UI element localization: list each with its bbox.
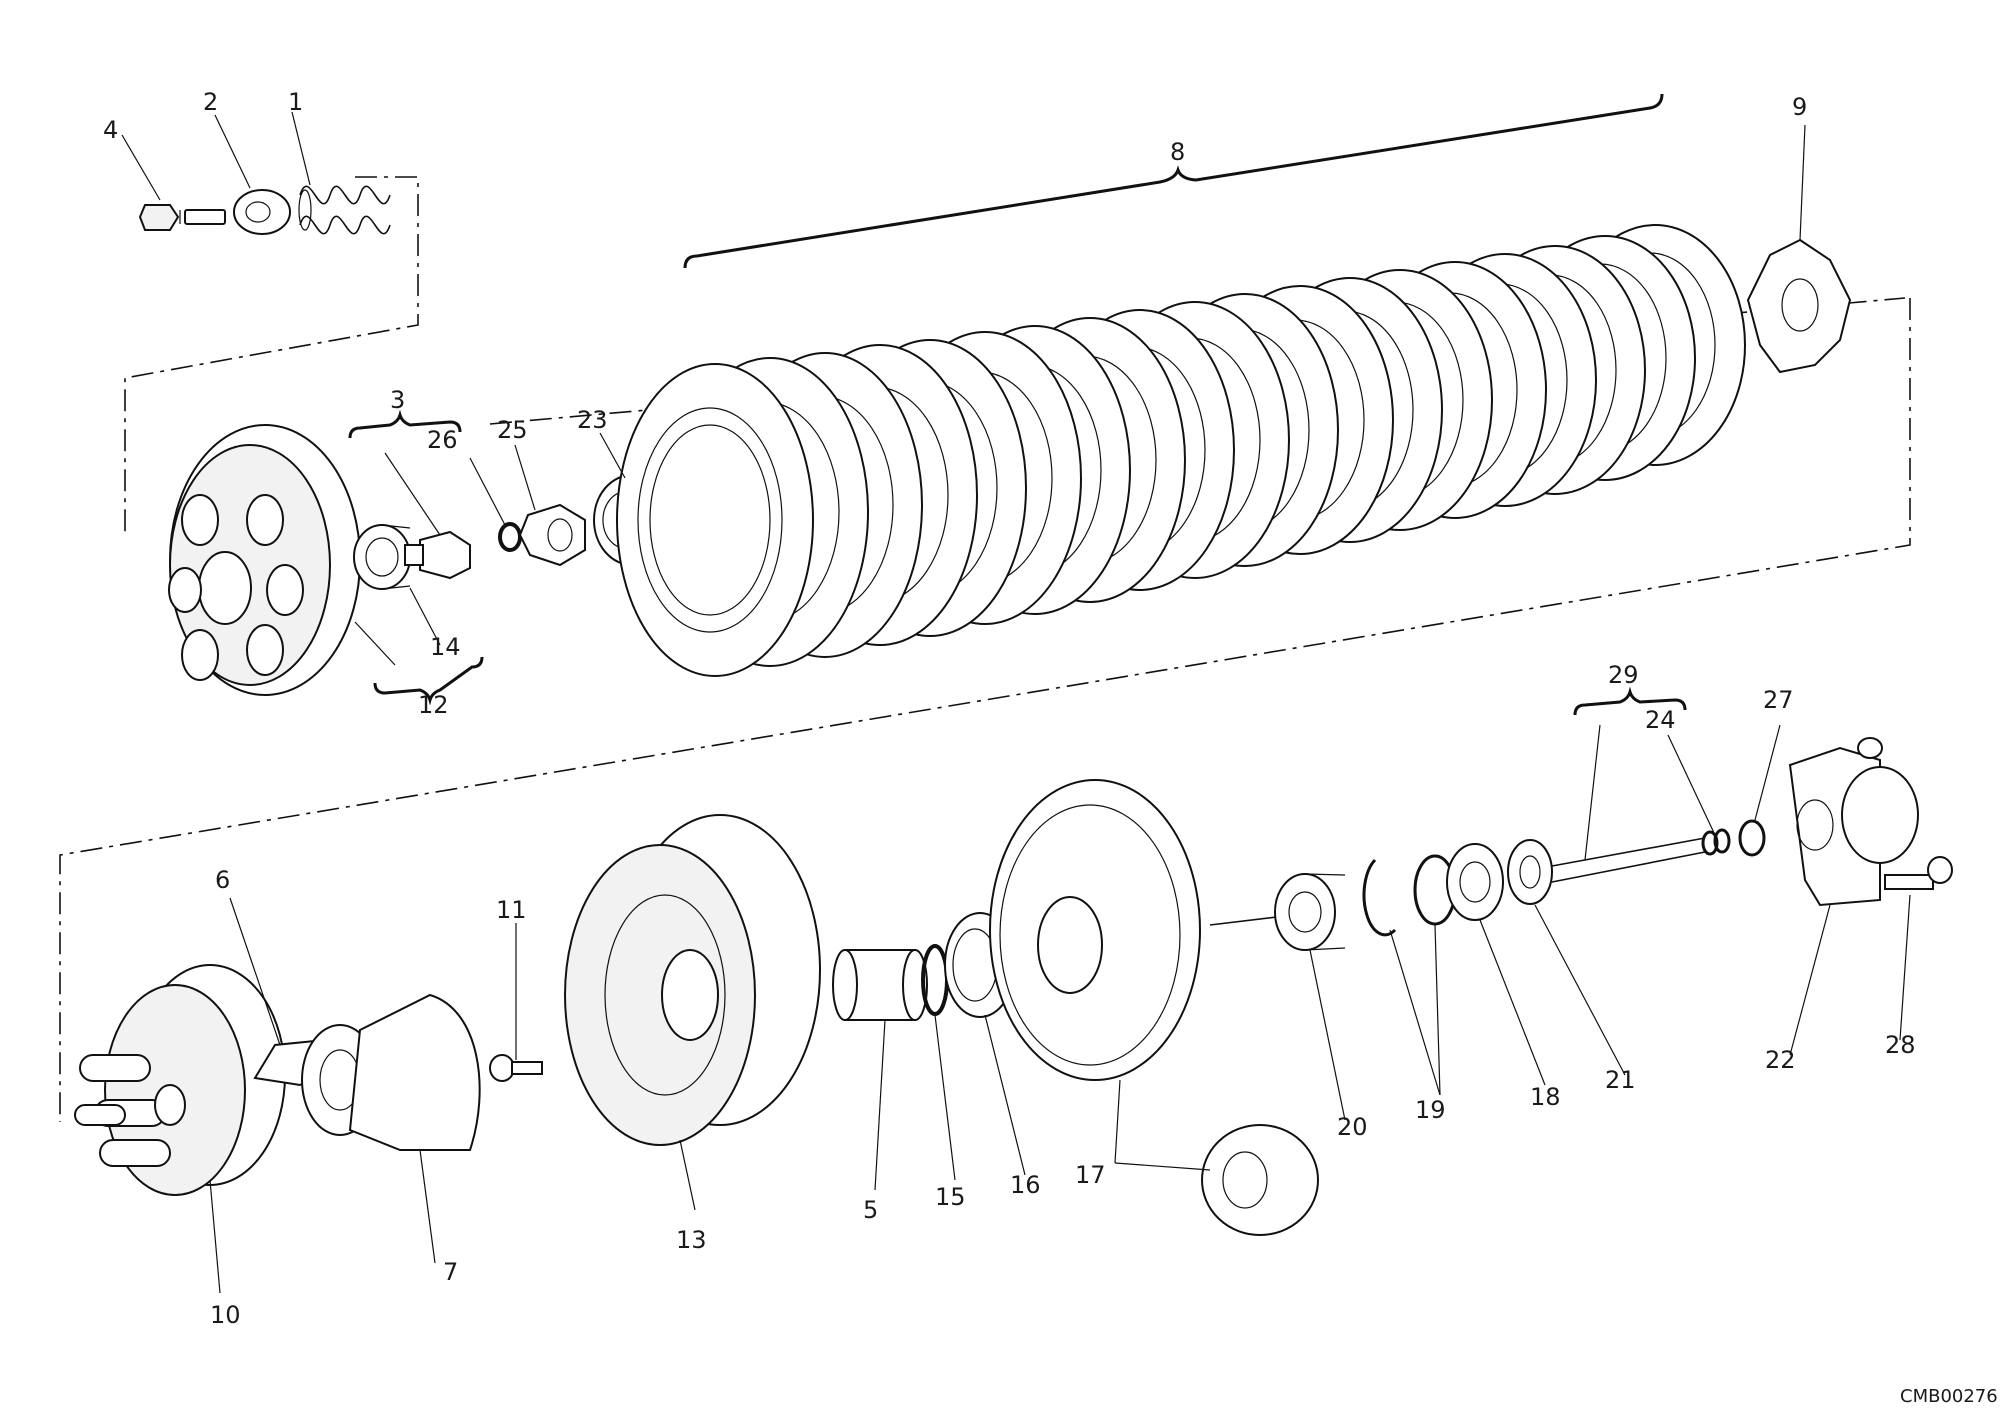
label-17: 17 (1075, 1161, 1106, 1189)
label-14: 14 (430, 633, 461, 661)
part-13-clutch-basket (564, 814, 821, 1146)
label-16: 16 (1010, 1171, 1041, 1199)
part-5-bushing (832, 949, 928, 1021)
label-19: 19 (1415, 1096, 1446, 1124)
label-brackets (348, 93, 1687, 716)
label-6: 6 (215, 866, 230, 894)
label-12: 12 (418, 691, 449, 719)
drawing-code: CMB00276 (1900, 1386, 1998, 1407)
label-27: 27 (1763, 686, 1794, 714)
label-13: 13 (676, 1226, 707, 1254)
label-8: 8 (1170, 138, 1185, 166)
part-10-clutch-hub (74, 964, 286, 1196)
part-4-bolt (138, 204, 226, 231)
label-23: 23 (577, 406, 608, 434)
label-25: 25 (497, 416, 528, 444)
part-14-bearing (353, 524, 411, 590)
part-19-circlips (1362, 854, 1457, 937)
label-24: 24 (1645, 706, 1676, 734)
part-8-clutch-plate-stack (616, 224, 1746, 677)
label-2: 2 (203, 88, 218, 116)
part-12-pressure-plate (168, 424, 361, 696)
part-21-spacer (1507, 839, 1553, 905)
label-18: 18 (1530, 1083, 1561, 1111)
label-7: 7 (443, 1258, 458, 1286)
part-25-nut (518, 503, 586, 567)
part-18-bearing (1446, 843, 1504, 921)
part-3-pushrod-cap (404, 530, 471, 580)
label-3: 3 (390, 386, 405, 414)
part-9-lock-plate (1746, 238, 1852, 374)
label-15: 15 (935, 1183, 966, 1211)
part-28-bolt (1884, 856, 1953, 890)
shaft (1209, 915, 1286, 926)
label-11: 11 (496, 896, 527, 924)
label-5: 5 (863, 1196, 878, 1224)
part-11-screw (489, 1054, 543, 1082)
leader-lines (121, 111, 1911, 1294)
label-20: 20 (1337, 1113, 1368, 1141)
part-labels: 1 2 3 4 5 6 7 8 9 10 11 12 13 14 15 16 1… (103, 88, 1916, 1329)
part-29-pushrod (1551, 837, 1706, 883)
label-29: 29 (1608, 661, 1639, 689)
part-24-rings (1701, 828, 1731, 856)
part-7-inner-hub (301, 993, 481, 1151)
part-26-o-ring (498, 522, 522, 552)
part-20-bearing (1274, 873, 1346, 951)
label-21: 21 (1605, 1066, 1636, 1094)
label-4: 4 (103, 116, 118, 144)
label-9: 9 (1792, 93, 1807, 121)
part-22-slave-cylinder (1788, 737, 1919, 907)
label-10: 10 (210, 1301, 241, 1329)
part-2-washer (233, 189, 291, 235)
label-26: 26 (427, 426, 458, 454)
label-22: 22 (1765, 1046, 1796, 1074)
part-27-seal-ring (1738, 819, 1766, 857)
label-1: 1 (288, 88, 303, 116)
label-28: 28 (1885, 1031, 1916, 1059)
part-17-primary-gear (989, 779, 1319, 1236)
part-1-spring (298, 185, 391, 235)
